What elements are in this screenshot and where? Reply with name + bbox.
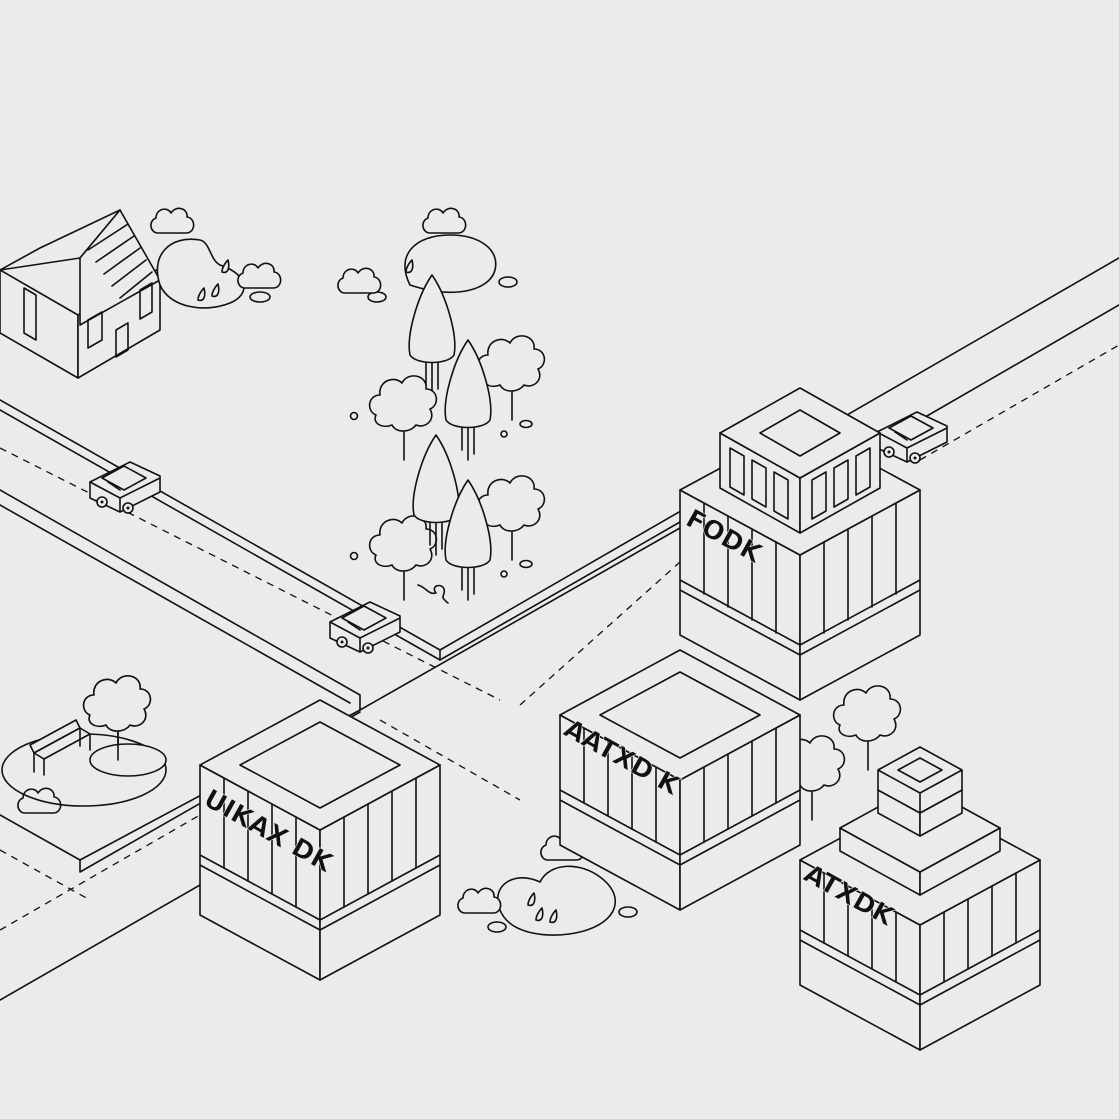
building-uikaxdk[interactable]: UIKAX DK <box>198 700 440 980</box>
building-atxdk[interactable]: ATXDK <box>798 747 1040 1050</box>
park <box>2 675 166 806</box>
pond-icon <box>157 235 637 935</box>
bush-icon <box>17 207 585 922</box>
building-aatxdk[interactable]: AATXD K <box>558 650 800 910</box>
building-fodk[interactable]: FODK <box>680 388 920 700</box>
bench-icon <box>30 720 90 775</box>
house-icon <box>0 210 160 378</box>
tree-icon <box>82 274 902 821</box>
